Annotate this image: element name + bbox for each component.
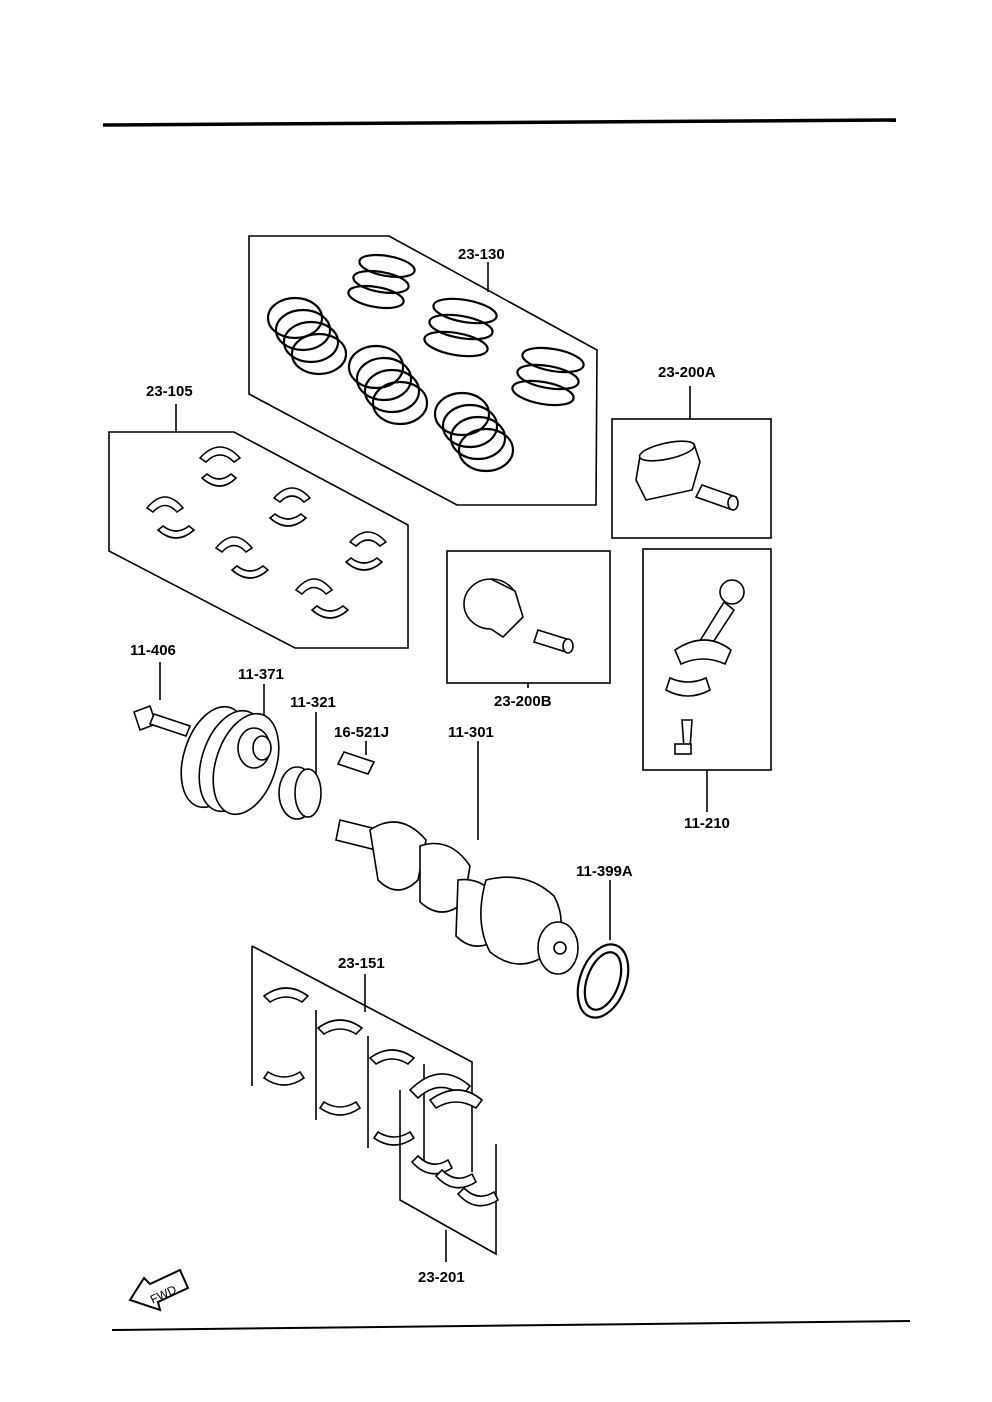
- label-11-321: 11-321: [290, 694, 336, 711]
- group-11-399A-oil-seal: 11-399A: [576, 863, 633, 1019]
- group-23-130-piston-rings: 23-130: [248, 235, 598, 506]
- label-23-151: 23-151: [338, 955, 385, 972]
- group-23-105-rod-bearings: 23-105: [108, 383, 409, 649]
- forward-arrow-icon: FWD: [128, 1268, 190, 1312]
- group-11-321-sprocket: 11-321: [278, 694, 336, 820]
- group-23-200B-piston: 23-200B: [446, 550, 611, 710]
- label-11-301: 11-301: [448, 724, 494, 741]
- label-16-521J: 16-521J: [334, 724, 389, 741]
- group-16-521J-key: 16-521J: [334, 724, 389, 775]
- group-23-201-thrust-bearings: 23-201: [399, 1073, 500, 1286]
- bottom-rule: [111, 1320, 911, 1331]
- group-11-301-crankshaft: 11-301: [335, 724, 579, 975]
- label-23-130: 23-130: [458, 246, 505, 263]
- group-11-210-connecting-rod: 11-210: [642, 548, 772, 832]
- label-23-200A: 23-200A: [658, 364, 716, 381]
- label-23-105: 23-105: [146, 383, 193, 400]
- label-11-371: 11-371: [238, 666, 284, 683]
- group-11-371-pulley: 11-371: [180, 666, 284, 816]
- label-11-406: 11-406: [130, 642, 176, 659]
- label-11-399A: 11-399A: [576, 863, 633, 880]
- fwd-label: FWD: [148, 1282, 179, 1306]
- group-23-151-main-bearings: 23-151: [251, 945, 473, 1172]
- group-11-406-bolt: 11-406: [130, 642, 192, 737]
- group-23-200A-piston: 23-200A: [611, 364, 772, 539]
- label-23-201: 23-201: [418, 1269, 465, 1286]
- label-11-210: 11-210: [684, 815, 730, 832]
- label-23-200B: 23-200B: [494, 693, 552, 710]
- top-rule: [102, 118, 897, 127]
